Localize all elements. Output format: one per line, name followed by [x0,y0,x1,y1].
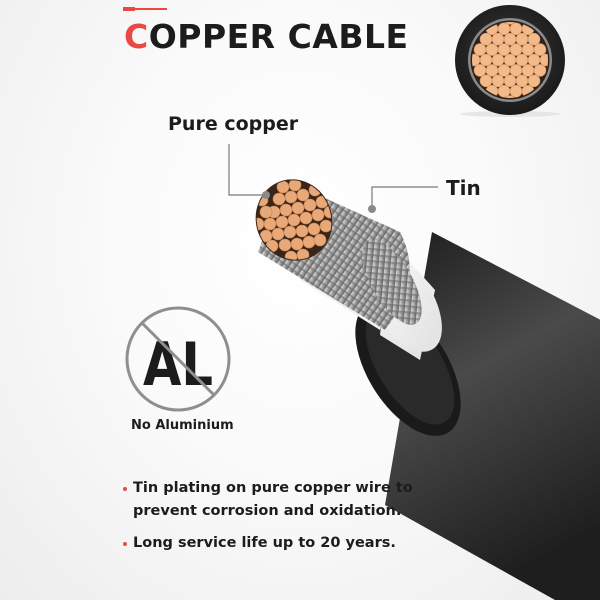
feature-item: Long service life up to 20 years. [121,532,421,555]
title-accent-line [123,7,167,11]
title-first-letter: C [124,17,149,56]
feature-item: Tin plating on pure copper wire to preve… [121,477,421,523]
callout-tin: Tin [446,176,481,200]
no-aluminium-label: No Aluminium [131,418,234,433]
feature-list: Tin plating on pure copper wire to preve… [121,477,421,564]
feature-text: Long service life up to 20 years. [133,535,396,551]
bullet-dot-icon [123,542,127,546]
aluminium-symbol: AL [143,330,213,400]
feature-text: Tin plating on pure copper wire to preve… [133,480,413,519]
no-aluminium-icon: AL [125,306,231,412]
cable-cross-section-icon [455,5,565,117]
callout-pure-copper: Pure copper [168,113,299,135]
page-title: COPPER CABLE [124,17,409,56]
bullet-dot-icon [123,487,127,491]
title-rest: OPPER CABLE [148,17,409,56]
